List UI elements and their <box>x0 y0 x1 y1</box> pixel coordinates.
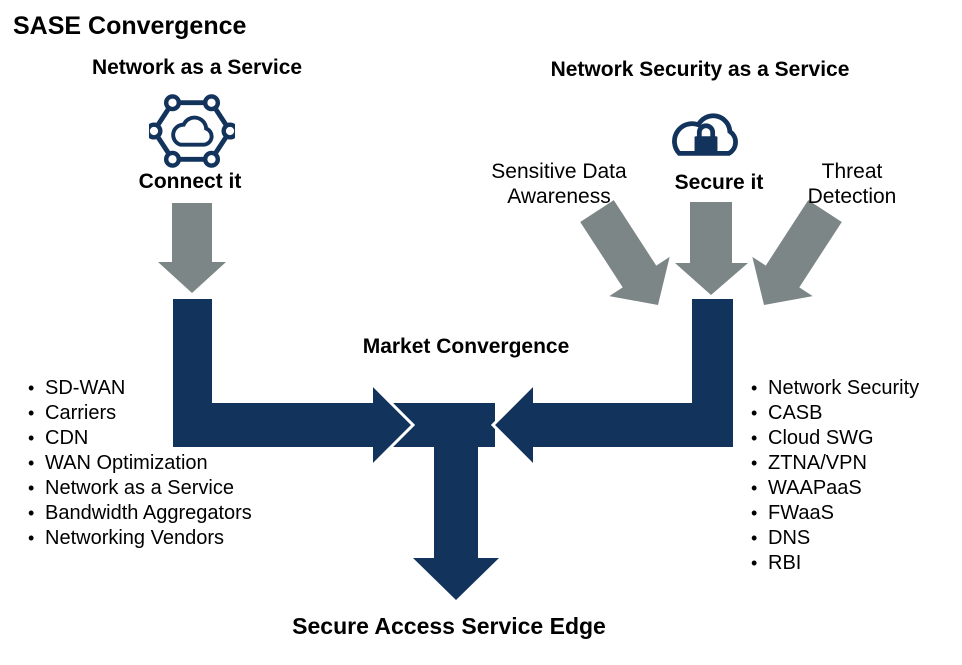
list-item: WAN Optimization <box>28 451 252 476</box>
list-item: Bandwidth Aggregators <box>28 501 252 526</box>
sensitive-data-diagonal-arrow <box>580 200 670 305</box>
list-item: CDN <box>28 426 252 451</box>
right-list: Network Security CASB Cloud SWG ZTNA/VPN… <box>751 376 919 576</box>
connect-down-arrow <box>158 203 226 293</box>
threat-detection-label: Threat Detection <box>807 160 897 208</box>
right-arrowhead-seam <box>490 383 535 467</box>
list-item: SD-WAN <box>28 376 252 401</box>
left-list: SD-WAN Carriers CDN WAN Optimization Net… <box>28 376 252 551</box>
left-column-heading: Network as a Service <box>91 56 303 79</box>
left-caption: Connect it <box>138 170 242 193</box>
list-item: RBI <box>751 551 919 576</box>
sensitive-data-awareness-label: Sensitive Data Awareness <box>491 160 627 208</box>
page-title: SASE Convergence <box>13 12 247 40</box>
convergence-junction-down-arrow <box>391 403 499 600</box>
list-item: WAAPaaS <box>751 476 919 501</box>
list-item: Network Security <box>751 376 919 401</box>
market-convergence-label: Market Convergence <box>362 335 570 358</box>
right-caption: Secure it <box>674 171 764 194</box>
list-item: FWaaS <box>751 501 919 526</box>
secure-access-service-edge-label: Secure Access Service Edge <box>292 613 606 639</box>
cloud-lock-icon <box>660 99 752 162</box>
security-flow-arrow <box>493 299 733 465</box>
list-item: DNS <box>751 526 919 551</box>
list-item: Cloud SWG <box>751 426 919 451</box>
left-arrowhead-seam <box>371 383 416 467</box>
list-item: Networking Vendors <box>28 526 252 551</box>
list-item: ZTNA/VPN <box>751 451 919 476</box>
list-item: Carriers <box>28 401 252 426</box>
secure-down-arrow <box>675 202 748 295</box>
connected-cloud-network-icon <box>145 92 239 170</box>
list-item: CASB <box>751 401 919 426</box>
right-column-heading: Network Security as a Service <box>550 58 850 81</box>
list-item: Network as a Service <box>28 476 252 501</box>
threat-detection-diagonal-arrow <box>752 200 842 305</box>
